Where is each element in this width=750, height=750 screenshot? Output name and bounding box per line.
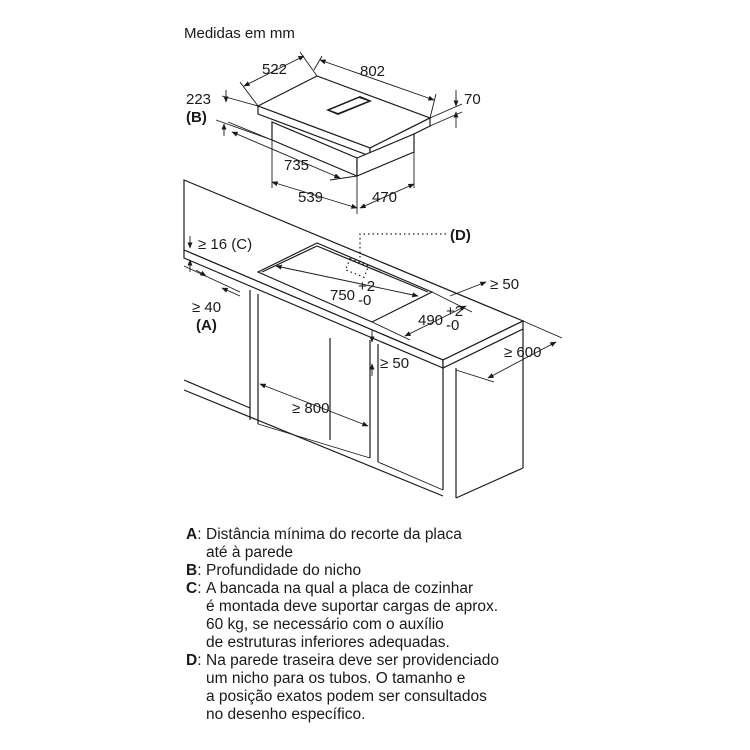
legend-text: Distância mínima do recorte da placa até… [206,526,462,561]
cabinet-width-label: ≥ 800 [292,400,329,417]
installation-diagram: Medidas em mm 522 802 70 223 (B) [183,25,563,499]
legend-key: C [186,580,206,652]
legend-text: Profundidade do nicho [206,562,362,579]
dim-70-label: 70 [464,91,481,108]
cutout-width-tol-plus: +2 [358,278,375,295]
cutout-width-label: 750 [330,287,355,304]
cutout-width-tol-minus: -0 [358,292,371,309]
legend-text: A bancada na qual a placa de cozinhar é … [206,580,499,651]
legend-item-d: D Na parede traseira deve ser providenci… [186,652,606,724]
legend-key: B [186,562,206,580]
cutout-depth-label: 490 [418,312,443,329]
legend-item-c: C A bancada na qual a placa de cozinhar … [186,580,606,652]
hob-dimensions: 522 802 70 223 (B) 735 539 470 [186,51,481,214]
worktop-cabinet-drawing [183,179,525,499]
dim-223-label: 223 [186,91,211,108]
worktop-depth-label: ≥ 600 [504,344,541,361]
side-clearance-label: ≥ 50 [490,276,519,293]
wall-distance-label: ≥ 40 [192,299,221,316]
diagram-title: Medidas em mm [184,25,295,42]
legend-key: D [186,652,206,724]
legend: A Distância mínima do recorte da placa a… [186,526,606,724]
worktop-load-label: ≥ 16 (C) [198,236,252,253]
wall-distance-key: (A) [196,317,217,334]
legend-item-b: B Profundidade do nicho [186,562,606,580]
legend-key: A [186,526,206,562]
legend-item-a: A Distância mínima do recorte da placa a… [186,526,606,562]
dim-802-label: 802 [360,63,385,80]
front-clearance-label: ≥ 50 [380,355,409,372]
legend-text: Na parede traseira deve ser providenciad… [206,652,499,723]
dim-470-label: 470 [372,189,397,206]
niche-key-label: (D) [450,227,471,244]
cutout-depth-tol-minus: -0 [446,317,459,334]
cutout-depth-tol-plus: +2 [446,303,463,320]
dim-539-label: 539 [298,189,323,206]
dim-735-label: 735 [284,157,309,174]
dim-223-key: (B) [186,109,207,126]
installation-dimensions: (D) ≥ 16 (C) 750 +2 -0 490 +2 -0 ≥ 50 ≥ … [183,227,563,427]
dim-522-label: 522 [262,61,287,78]
